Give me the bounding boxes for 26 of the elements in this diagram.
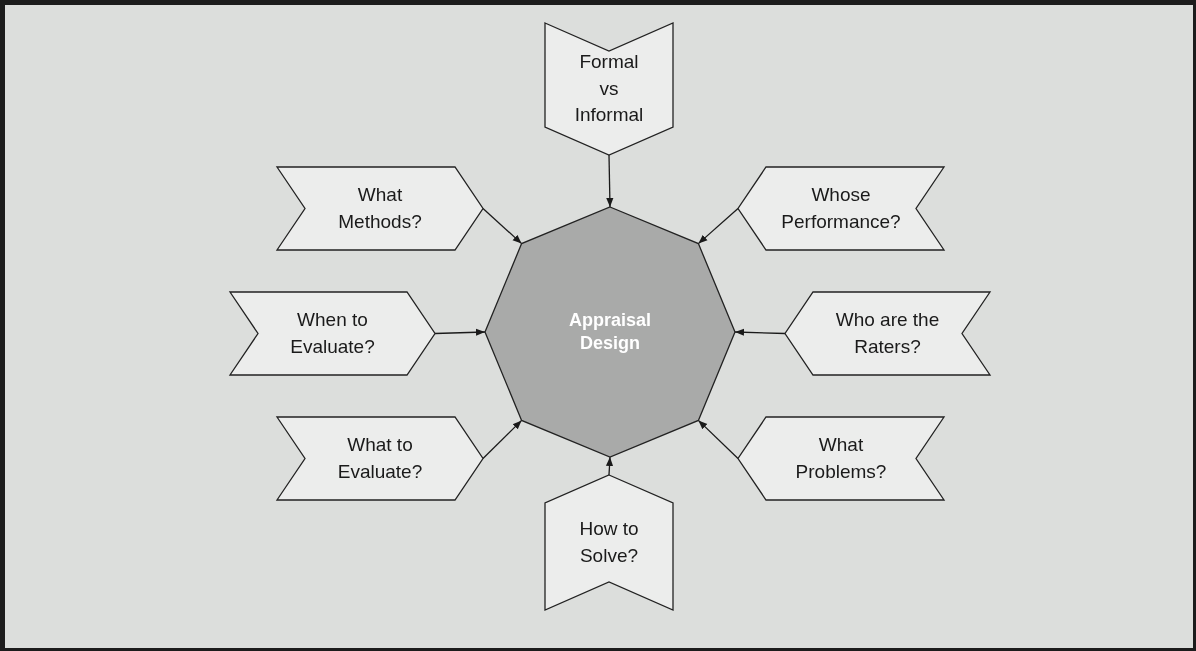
node-label: Formal vs Informal bbox=[573, 49, 645, 128]
chevron-box bbox=[545, 475, 673, 610]
chevron-box bbox=[545, 23, 673, 155]
arrow bbox=[434, 328, 486, 336]
arrow bbox=[482, 419, 523, 460]
chevron-box bbox=[738, 417, 944, 500]
octagon-node bbox=[485, 207, 735, 457]
node-label: When to Evaluate? bbox=[289, 307, 376, 359]
chevron-box bbox=[738, 167, 944, 250]
node-label: Whose Performance? bbox=[780, 182, 902, 234]
chevron-box bbox=[277, 167, 483, 250]
arrow bbox=[606, 154, 614, 208]
arrow bbox=[482, 207, 523, 245]
arrow bbox=[697, 419, 739, 460]
chevron-box bbox=[277, 417, 483, 500]
arrow bbox=[734, 328, 786, 336]
node-label: What Problems? bbox=[794, 432, 888, 484]
arrow bbox=[697, 207, 739, 245]
arrow bbox=[605, 456, 614, 476]
node-label: What to Evaluate? bbox=[336, 432, 424, 484]
chevron-box bbox=[230, 292, 435, 375]
chevron-box bbox=[785, 292, 990, 375]
node-label: How to Solve? bbox=[578, 516, 640, 568]
node-label: Who are the Raters? bbox=[834, 307, 941, 359]
node-label: What Methods? bbox=[337, 182, 423, 234]
node-label: Appraisal Design bbox=[568, 308, 652, 355]
